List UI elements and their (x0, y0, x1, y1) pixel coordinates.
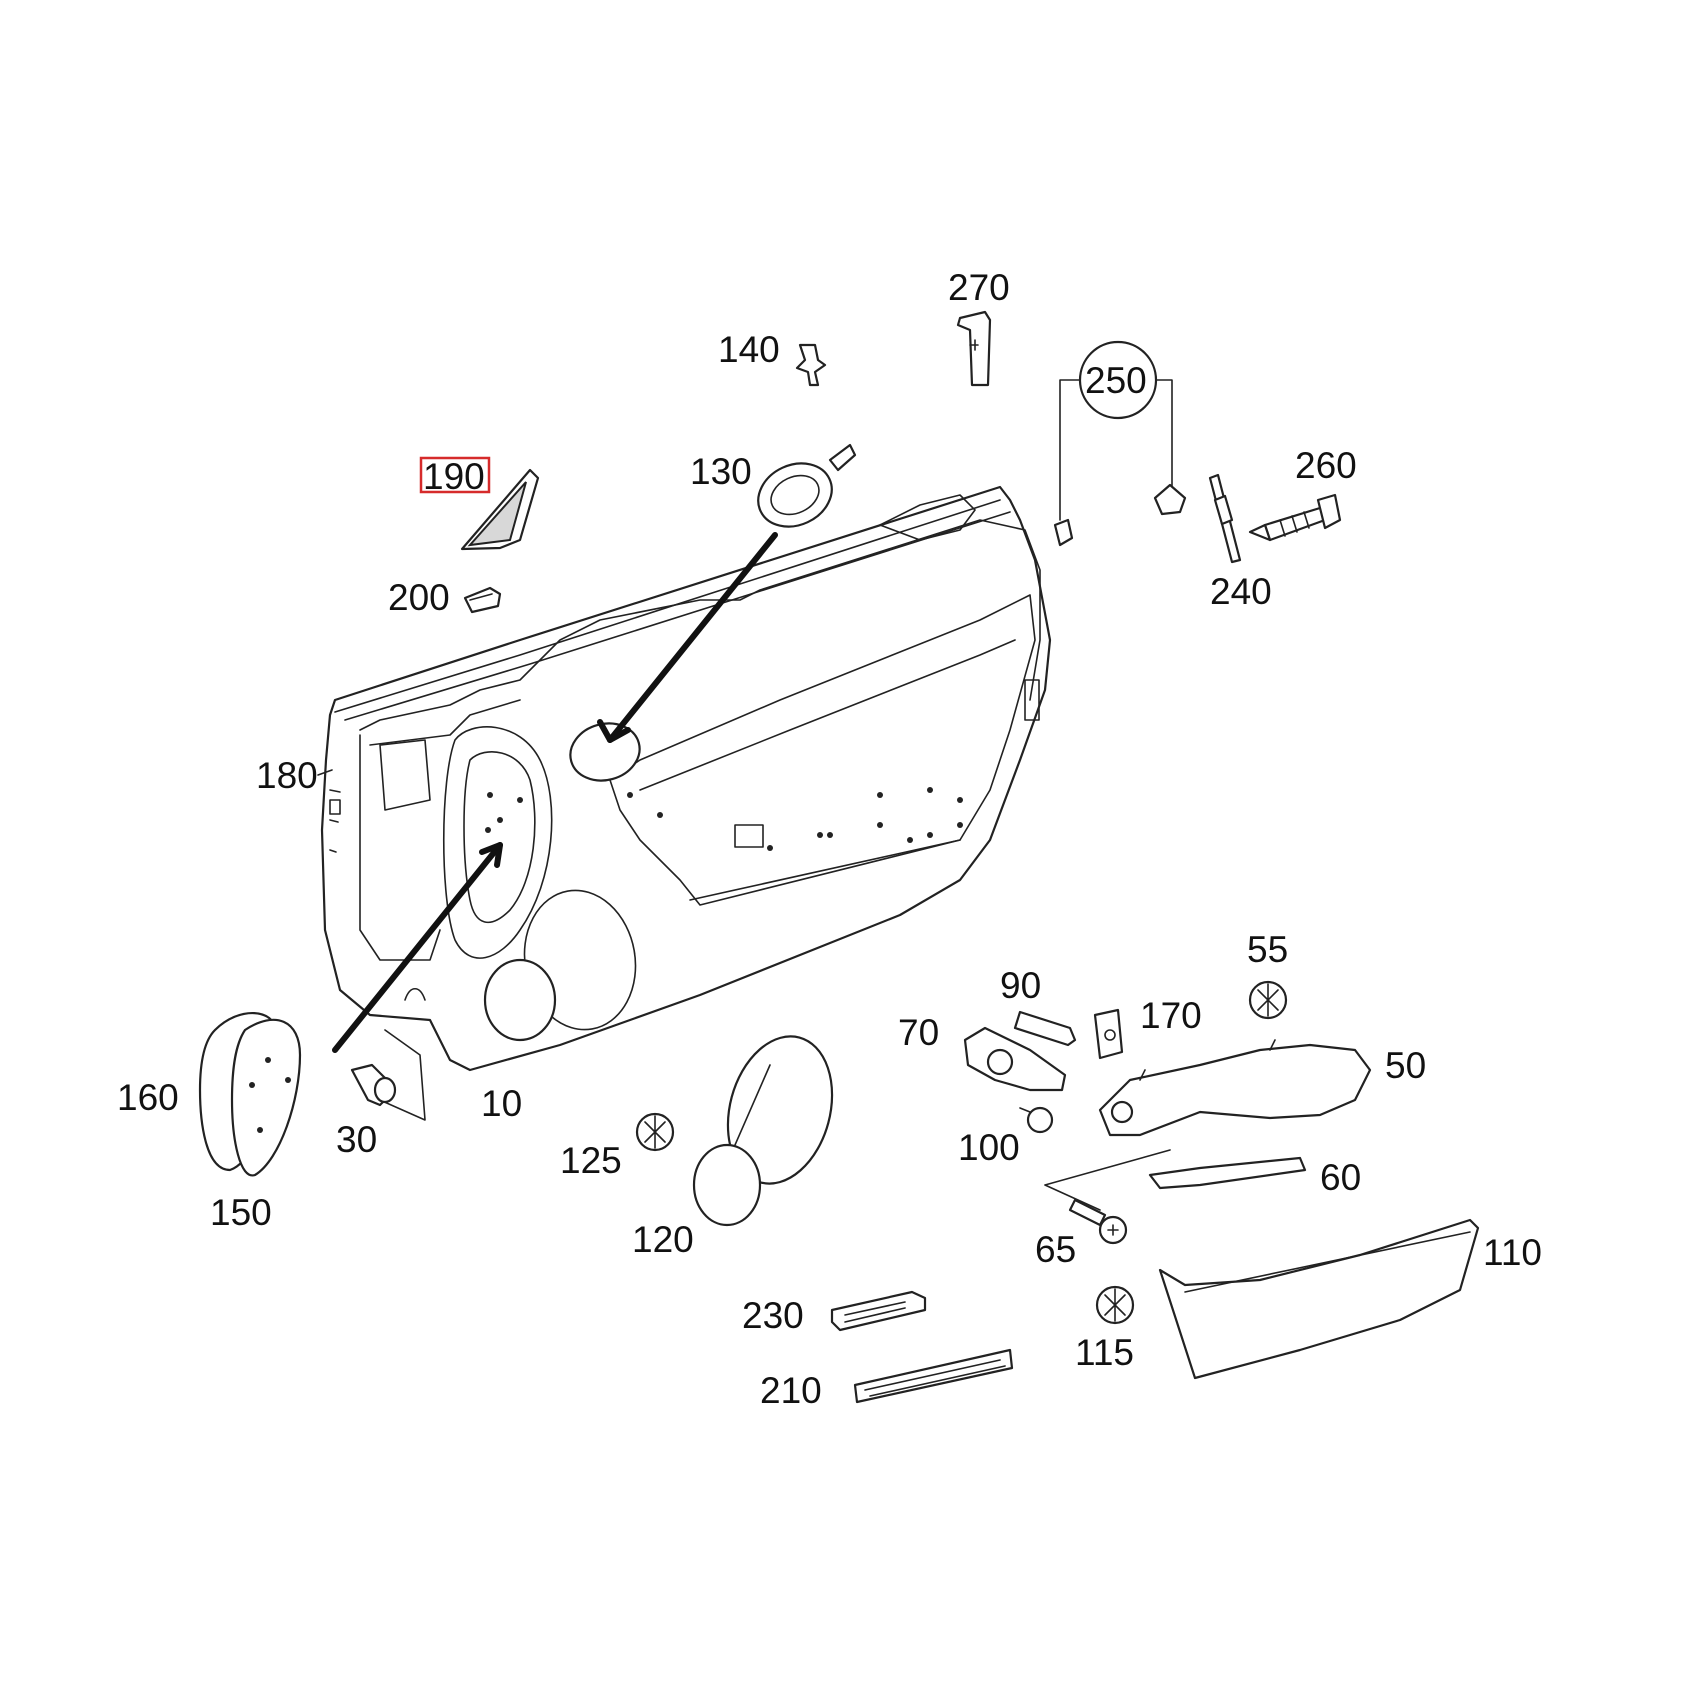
label-65: 65 (1035, 1229, 1076, 1270)
label-30: 30 (336, 1119, 377, 1160)
highlight-box-190 (419, 456, 491, 494)
arrow-head-lower (479, 842, 503, 868)
part-250-grommet-left[interactable] (1053, 518, 1074, 547)
label-60: 60 (1320, 1157, 1361, 1198)
part-60-pull-strip[interactable] (1148, 1156, 1307, 1190)
part-230-bracket[interactable] (830, 1290, 927, 1332)
label-160: 160 (117, 1077, 179, 1118)
label-270: 270 (948, 267, 1010, 308)
part-110-lower-trim[interactable] (1158, 1218, 1480, 1380)
part-120-speaker[interactable] (692, 1025, 848, 1227)
label-230: 230 (742, 1295, 804, 1336)
arrow-head-upper (597, 719, 631, 743)
part-250-bracket (1059, 340, 1173, 521)
label-125: 125 (560, 1140, 622, 1181)
part-170-bracket[interactable] (1093, 1008, 1124, 1060)
label-240: 240 (1210, 571, 1272, 612)
label-170: 170 (1140, 995, 1202, 1036)
part-70-switch-housing[interactable] (963, 1026, 1067, 1092)
assembly-arrow-upper (607, 532, 778, 743)
label-10: 10 (481, 1083, 522, 1124)
label-50: 50 (1385, 1045, 1426, 1086)
assembly-arrow-lower (332, 842, 503, 1053)
part-30-push-clip[interactable] (350, 1063, 397, 1107)
label-100: 100 (958, 1127, 1020, 1168)
leader-60-65 (1044, 1149, 1171, 1211)
label-140: 140 (718, 329, 780, 370)
part-65-screw[interactable] (1068, 1198, 1128, 1245)
label-120: 120 (632, 1219, 694, 1260)
part-210-emblem[interactable] (853, 1348, 1014, 1404)
label-110: 110 (1483, 1232, 1542, 1273)
door-panel[interactable] (320, 485, 1052, 1121)
label-190: 190 (423, 456, 485, 497)
label-90: 90 (1000, 965, 1041, 1006)
part-260-screw[interactable] (1248, 493, 1342, 542)
label-200: 200 (388, 577, 450, 618)
part-50-armrest-handle[interactable] (1098, 1039, 1372, 1137)
label-55: 55 (1247, 929, 1288, 970)
label-130: 130 (690, 451, 752, 492)
label-250: 250 (1085, 360, 1147, 401)
part-125-nut[interactable] (635, 1112, 675, 1152)
part-270-lock-knob[interactable] (956, 310, 992, 387)
label-70: 70 (898, 1012, 939, 1053)
part-100-knob[interactable] (1019, 1106, 1054, 1134)
label-180: 180 (256, 755, 318, 796)
label-115: 115 (1075, 1332, 1134, 1373)
label-150: 150 (210, 1192, 272, 1233)
label-260: 260 (1295, 445, 1357, 486)
part-55-nut[interactable] (1248, 980, 1288, 1020)
part-115-nut[interactable] (1095, 1285, 1135, 1325)
part-180-leader (317, 769, 333, 776)
label-210: 210 (760, 1370, 822, 1411)
part-140-clip[interactable] (795, 343, 827, 387)
part-240-trim-strip[interactable] (1208, 473, 1242, 564)
part-200-clip[interactable] (463, 586, 502, 614)
part-150-speaker-cover[interactable] (230, 1018, 302, 1177)
part-90-insert[interactable] (1013, 1010, 1077, 1047)
part-250-clip-right[interactable] (1153, 483, 1187, 516)
part-130-handle-bezel[interactable] (748, 443, 857, 538)
part-190-mirror-triangle[interactable] (460, 468, 540, 551)
